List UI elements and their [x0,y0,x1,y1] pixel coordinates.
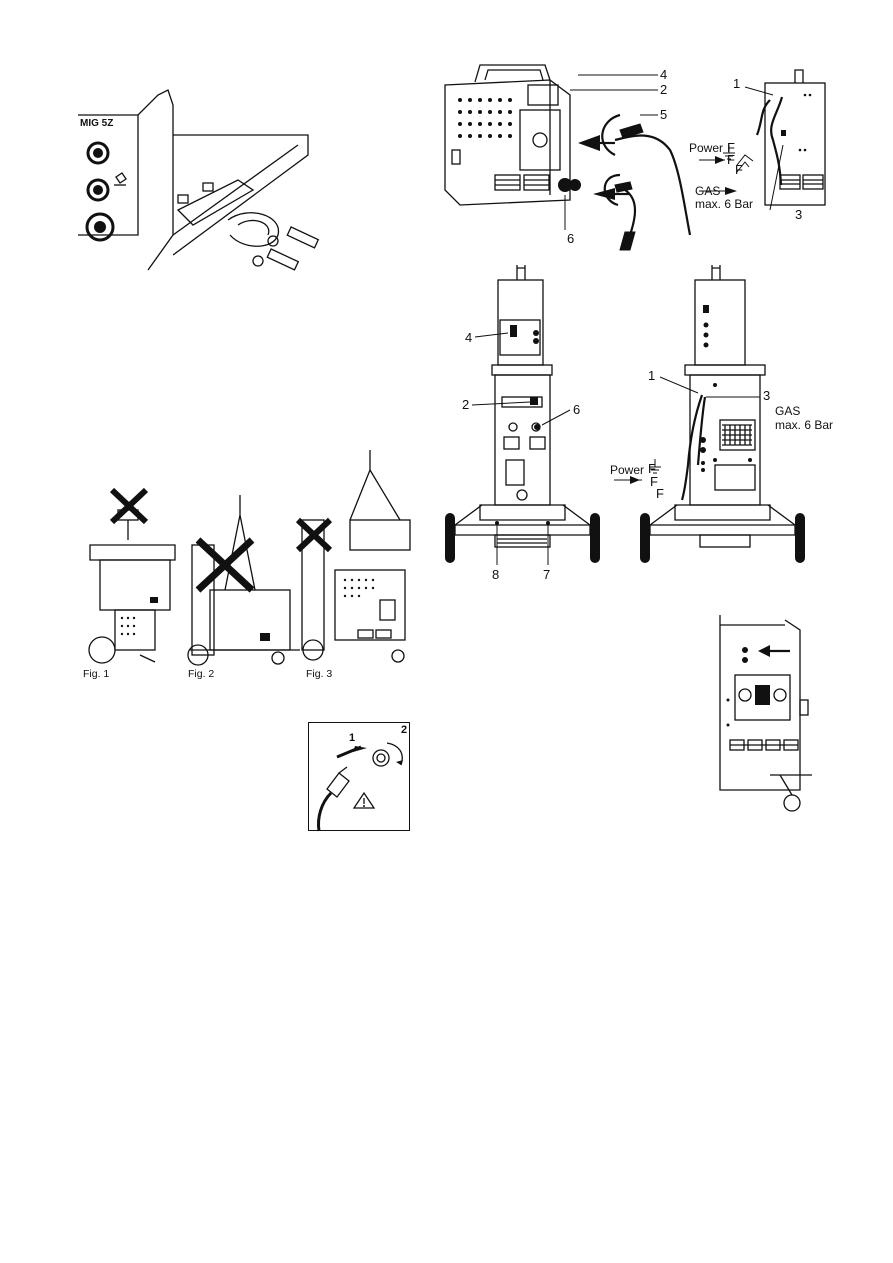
f-label-2: F [727,152,735,167]
step-1-label: 1 [349,732,356,744]
callout-6: 6 [567,231,575,246]
f-label-2: F [650,474,658,489]
callout-8: 8 [492,567,500,582]
figure-rear-panel-handle: MIG 5Z [78,85,338,275]
machine-connections-drawing [444,64,692,251]
brand-label: MIG 5Z [80,118,114,129]
callout-6: 6 [573,402,581,417]
callout-2: 2 [462,397,470,412]
back-power-gas-drawing [699,69,826,211]
gas-pressure-label: max. 6 Bar [775,418,834,432]
callout-3: 3 [763,388,771,403]
figure-back-power-gas: 1 Power F F F GAS max. 6 Bar 3 [685,65,845,225]
callout-1: 1 [733,76,741,91]
torch-connect-box: 1 2 [308,722,410,832]
trolley-back-drawing [614,265,805,563]
callout-1: 1 [648,368,656,383]
cross-forbidden-icon [195,537,255,593]
gas-label: GAS [775,404,801,418]
f-label-3: F [735,162,743,177]
callout-4: 4 [660,67,668,82]
gas-label: GAS [695,184,721,198]
callout-4: 4 [465,330,473,345]
side-detail-drawing [719,615,812,812]
f-label-1: F [727,140,735,155]
figure-side-detail [700,615,830,815]
step-2-label: 2 [401,724,408,736]
callout-7: 7 [543,567,551,582]
figure-trolley-front: 4 2 6 8 7 [440,265,610,585]
power-label: Power [689,141,724,155]
callout-3: 3 [795,207,803,222]
figure-machine-connections: 4 2 5 6 [440,60,692,260]
callout-2: 2 [660,82,668,97]
cross-forbidden-icon [109,487,149,525]
callout-5: 5 [660,107,668,122]
gas-pressure-label: max. 6 Bar [695,197,754,211]
torch-connect-drawing [317,742,403,832]
f-label-3: F [656,486,664,501]
figure-trolley-back: 1 3 GAS max. 6 Bar Power F F F [610,265,840,585]
rear-panel-drawing [78,89,320,271]
figure-lifting: Fig. 1 Fig. 2 Fig. 3 [80,450,420,680]
power-label: Power [610,463,645,477]
cross-forbidden-icon [295,517,333,553]
trolley-front-drawing [445,265,600,565]
fig1-caption: Fig. 1 [83,668,110,680]
lifting-drawing [88,450,411,666]
f-label-1: F [648,461,656,476]
fig3-caption: Fig. 3 [306,668,333,680]
fig2-caption: Fig. 2 [188,668,215,680]
